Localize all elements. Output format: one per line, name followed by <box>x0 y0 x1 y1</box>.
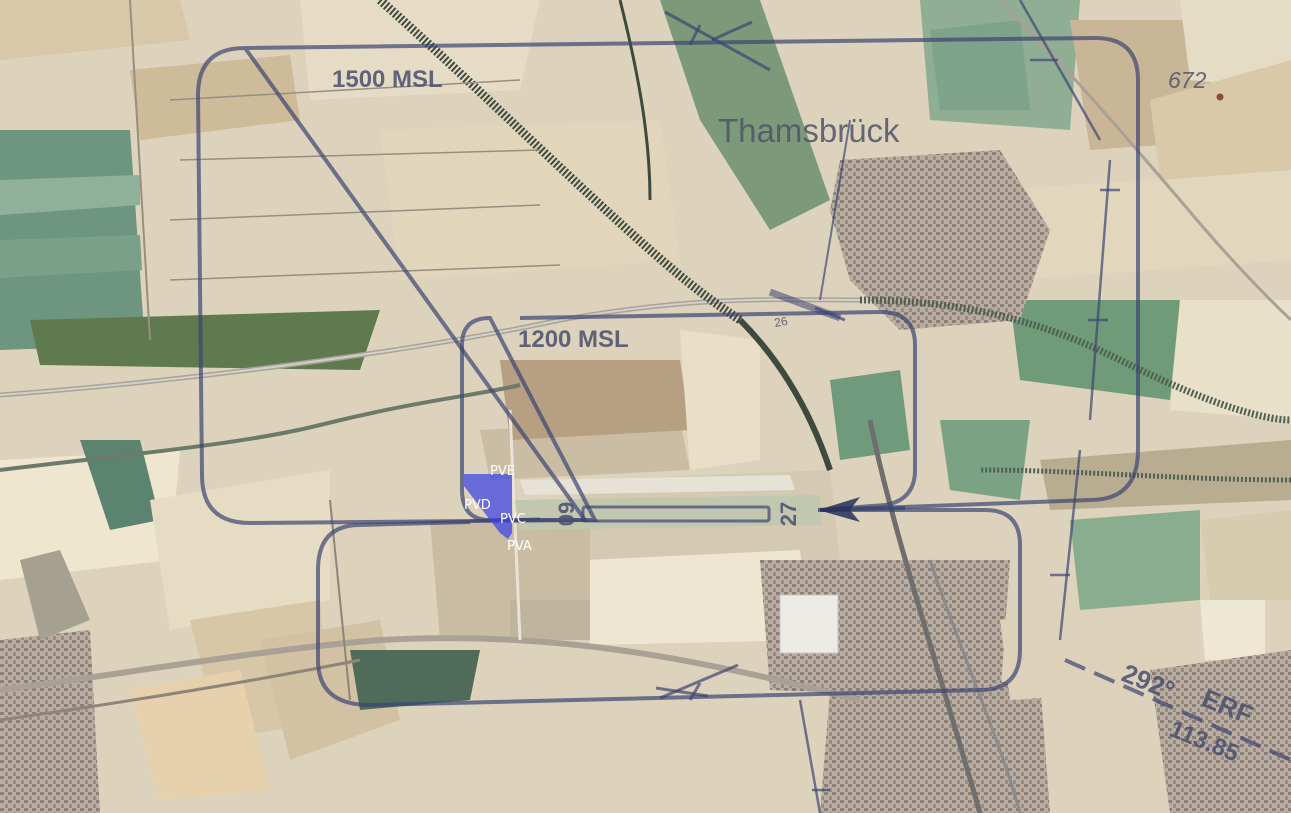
outer-altitude-label: 1500 MSL <box>332 66 443 93</box>
inner-traffic-pattern <box>460 309 917 522</box>
waypoint-pvc: PVC <box>500 512 526 527</box>
inner-altitude-label: 1200 MSL <box>518 326 629 353</box>
glider-symbol-south <box>655 663 739 701</box>
town-label: Thamsbrück <box>718 112 900 149</box>
waypoint-pva: PVA <box>507 539 532 554</box>
chart-labels: 1500 MSL 1200 MSL Thamsbrück 672 09 27 2… <box>332 66 1257 768</box>
waypoint-pve: PVE <box>490 464 515 479</box>
radial-line <box>1064 658 1291 762</box>
waypoints[interactable]: PVE PVD PVC PVA <box>464 464 532 554</box>
runway-09-label: 09 <box>554 502 579 526</box>
spot-elevation-dot <box>1216 93 1224 101</box>
runway-26-label: 26 <box>773 314 789 330</box>
spot-elevation-label: 672 <box>1168 67 1207 93</box>
runway-27-label: 27 <box>776 502 801 526</box>
reporting-area <box>464 474 512 539</box>
south-traffic-pattern <box>316 508 1022 708</box>
waypoint-pvd: PVD <box>464 498 491 513</box>
approach-arrow <box>818 497 860 522</box>
pattern-overlay <box>195 0 1291 813</box>
runway-outline <box>581 505 771 523</box>
outer-traffic-pattern <box>195 35 1140 526</box>
glider-symbol-north <box>664 10 771 72</box>
